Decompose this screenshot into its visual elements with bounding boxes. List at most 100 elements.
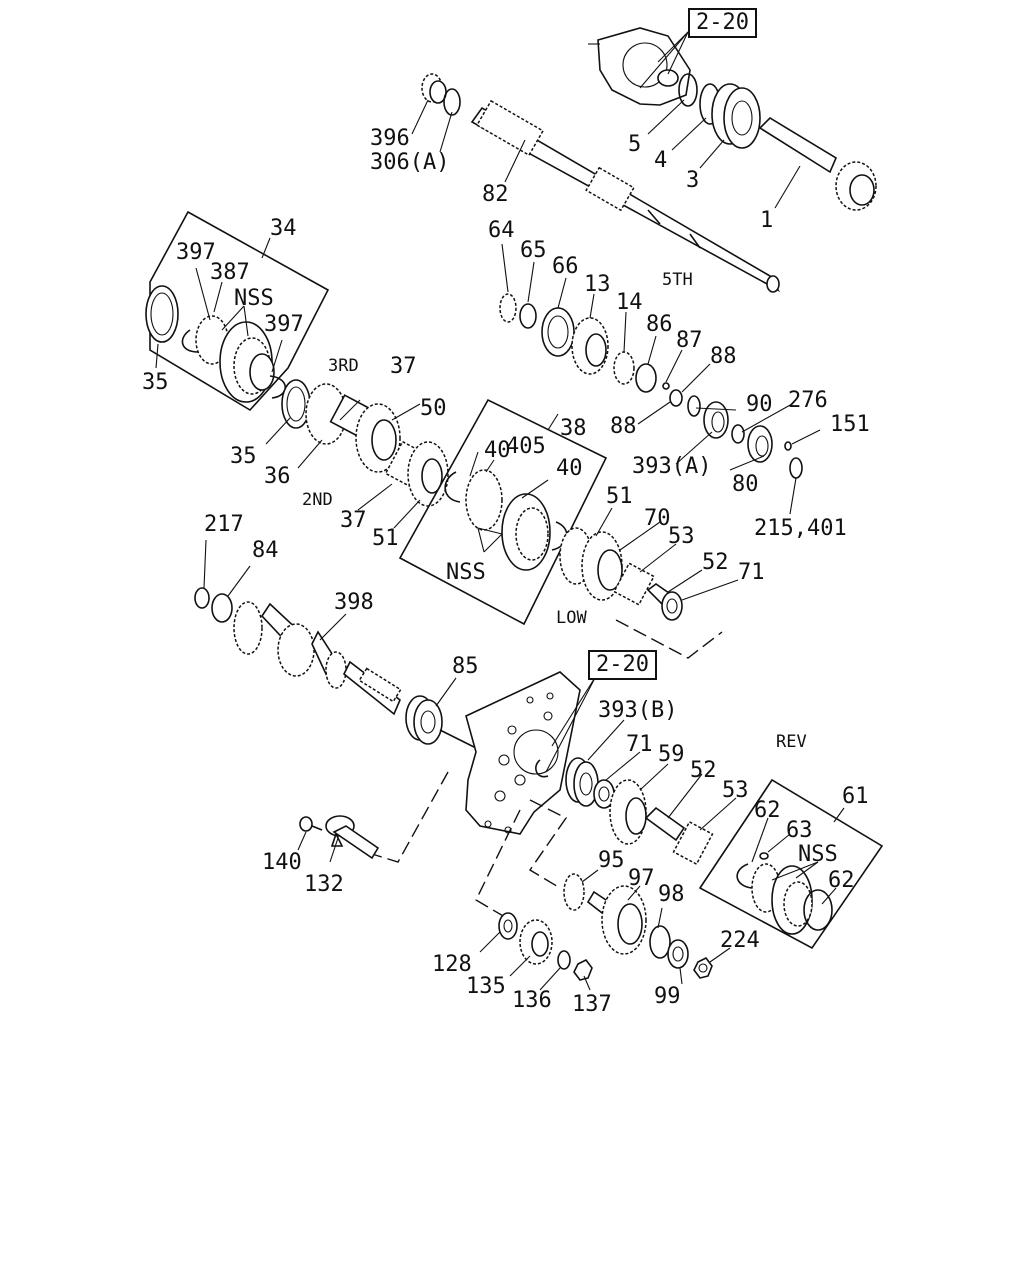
part-label-397-a: 397 — [176, 240, 216, 265]
part-label-85: 85 — [452, 654, 479, 679]
part-label-82: 82 — [482, 182, 509, 207]
part-label-53-b: 53 — [722, 778, 749, 803]
part-136 — [557, 950, 571, 970]
part-label-38: 38 — [560, 416, 587, 441]
part-label-397-b: 397 — [264, 312, 304, 337]
part-label-217: 217 — [204, 512, 244, 537]
part-label-140: 140 — [262, 850, 302, 875]
part-80-bearing — [747, 425, 773, 463]
sleeve-38 — [501, 493, 551, 571]
part-label-99: 99 — [654, 984, 681, 1009]
part-label-393b: 393(B) — [598, 698, 678, 723]
part-217 — [194, 587, 210, 609]
part-59-rev-gear — [609, 779, 647, 845]
part-label-64: 64 — [488, 218, 515, 243]
part-label-90: 90 — [746, 392, 773, 417]
part-label-97: 97 — [628, 866, 655, 891]
part-label-137: 137 — [572, 992, 612, 1017]
part-label-4: 4 — [654, 148, 668, 173]
part-label-51-a: 51 — [372, 526, 399, 551]
part-64 — [499, 293, 517, 323]
part-label-35-b: 35 — [230, 444, 257, 469]
part-label-62-b: 62 — [828, 868, 855, 893]
front-housing — [588, 27, 691, 106]
part-label-387: 387 — [210, 260, 250, 285]
part-393b-bearing — [565, 757, 599, 807]
part-label-5: 5 — [628, 132, 642, 157]
part-label-87: 87 — [676, 328, 703, 353]
speed-label-3rd: 3RD — [328, 356, 359, 376]
sleeve-34 — [219, 321, 275, 403]
part-label-13: 13 — [584, 272, 611, 297]
part-128-washer — [498, 912, 518, 940]
part-95-gear — [563, 873, 585, 911]
part-label-80: 80 — [732, 472, 759, 497]
part-label-151: 151 — [830, 412, 870, 437]
box-34 — [149, 210, 330, 412]
part-label-50: 50 — [420, 396, 447, 421]
speed-label-rev: REV — [776, 732, 807, 752]
part-label-40-b: 40 — [556, 456, 583, 481]
part-3-bearing — [711, 83, 761, 149]
part-53-needle — [613, 562, 655, 606]
part-label-63: 63 — [786, 818, 813, 843]
part-84-bearing — [211, 593, 233, 623]
part-1-input-shaft — [758, 116, 877, 211]
part-label-88-b: 88 — [610, 414, 637, 439]
part-label-136: 136 — [512, 988, 552, 1013]
part-5 — [678, 73, 698, 107]
part-label-405: 405 — [506, 434, 546, 459]
part-label-52-b: 52 — [690, 758, 717, 783]
main-shaft — [470, 99, 781, 293]
part-53-rev — [672, 820, 714, 866]
part-label-62-a: 62 — [754, 798, 781, 823]
part-85-bearing — [405, 695, 443, 745]
part-label-398: 398 — [334, 590, 374, 615]
part-63-pin — [759, 852, 769, 860]
part-276 — [731, 424, 745, 444]
intermediate-plate — [465, 671, 581, 835]
part-137-nut — [573, 958, 593, 981]
speed-label-low: LOW — [556, 608, 587, 628]
part-label-71-b: 71 — [626, 732, 653, 757]
part-label-224: 224 — [720, 928, 760, 953]
part-label-98: 98 — [658, 882, 685, 907]
nss-label-34: NSS — [234, 286, 274, 311]
part-label-70: 70 — [644, 506, 671, 531]
part-label-71-a: 71 — [738, 560, 765, 585]
part-label-3: 3 — [686, 168, 700, 193]
ref-label-2-20-plate: 2-20 — [588, 650, 657, 680]
part-label-40-a: 40 — [484, 438, 511, 463]
part-140-bolt — [299, 816, 323, 832]
nss-label-61: NSS — [798, 842, 838, 867]
part-98-bearing — [649, 925, 671, 959]
part-label-66: 66 — [552, 254, 579, 279]
part-71-washer — [661, 591, 683, 621]
part-label-59: 59 — [658, 742, 685, 767]
part-87 — [662, 382, 670, 390]
speed-label-5th: 5TH — [662, 270, 693, 290]
part-label-132: 132 — [304, 872, 344, 897]
part-62-ring — [803, 889, 833, 931]
part-306a — [443, 88, 461, 116]
part-label-34: 34 — [270, 216, 297, 241]
part-86 — [635, 363, 657, 393]
part-label-84: 84 — [252, 538, 279, 563]
part-224-nut — [693, 956, 713, 979]
part-label-36: 36 — [264, 464, 291, 489]
part-label-61: 61 — [842, 784, 869, 809]
part-88 — [669, 389, 683, 407]
part-label-1: 1 — [760, 208, 774, 233]
part-50-gear — [355, 403, 401, 473]
part-99-washer — [667, 939, 689, 969]
part-label-306a: 306(A) — [370, 150, 450, 175]
part-label-128: 128 — [432, 952, 472, 977]
part-label-53-a: 53 — [668, 524, 695, 549]
part-135-gear — [519, 919, 553, 965]
part-393a-bearing — [703, 401, 729, 439]
part-label-37-a: 37 — [390, 354, 417, 379]
part-38-hub — [465, 469, 503, 531]
part-label-215-401: 215,401 — [754, 516, 847, 541]
part-66 — [541, 307, 575, 357]
